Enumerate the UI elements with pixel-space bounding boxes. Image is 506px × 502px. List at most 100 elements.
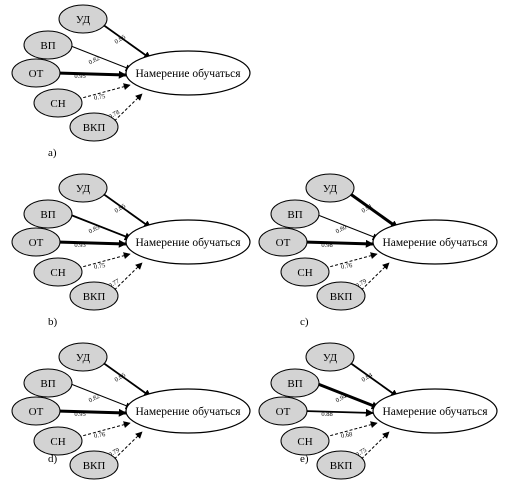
node-label-ot-c: ОТ <box>276 237 291 249</box>
coef-label-sn-d: 0.76 <box>94 431 107 440</box>
node-vkp-c <box>316 281 366 311</box>
coef-label-sn-b: 0.75 <box>94 262 106 271</box>
node-label-sn-d: СН <box>50 436 65 448</box>
path-arrow-vp-d <box>68 382 133 409</box>
coef-label-ot-e: 0.88 <box>321 411 332 418</box>
path-arrow-vkp-c <box>361 262 390 291</box>
node-label-vkp-d: ВКП <box>83 460 106 472</box>
path-arrow-ud-b <box>102 193 152 229</box>
panel-label-e: e) <box>300 453 309 465</box>
target-label-a: Намерение обучаться <box>135 68 241 80</box>
node-label-ud-c: УД <box>323 183 338 195</box>
node-vp-d <box>23 368 73 398</box>
coef-label-ot-d: 0.95 <box>74 411 85 418</box>
panel-e: 0.840.940.880.680.75УДВПОТСНВКПНамерение… <box>258 342 498 480</box>
coef-label-vkp-a: 0.78 <box>108 109 121 121</box>
node-label-ot-e: ОТ <box>276 406 291 418</box>
node-ot-d <box>11 396 61 426</box>
node-vp-e <box>270 368 320 398</box>
node-ot-a <box>11 58 61 88</box>
path-arrow-ot-c <box>303 239 374 248</box>
node-ud-c <box>305 173 355 203</box>
panel-label-c: c) <box>300 316 309 328</box>
node-label-ud-b: УД <box>76 183 91 195</box>
coef-label-sn-a: 0.75 <box>94 93 106 102</box>
panel-label-a: a) <box>48 147 57 159</box>
path-arrow-vkp-e <box>361 431 390 460</box>
path-arrow-ot-a <box>56 70 127 79</box>
target-node-a <box>125 50 251 96</box>
node-label-ud-e: УД <box>323 352 338 364</box>
node-label-vp-c: ВП <box>287 209 302 221</box>
target-label-d: Намерение обучаться <box>135 406 241 418</box>
node-label-vp-e: ВП <box>287 378 302 390</box>
node-label-ot-a: ОТ <box>29 68 44 80</box>
target-node-e <box>372 388 498 434</box>
node-label-vp-b: ВП <box>40 209 55 221</box>
node-label-sn-b: СН <box>50 267 65 279</box>
path-arrow-vp-a <box>68 44 133 71</box>
node-vkp-a <box>69 112 119 142</box>
path-arrow-ot-d <box>56 408 127 417</box>
coef-label-ud-d: 0.86 <box>114 371 128 383</box>
panel-label-d: d) <box>48 453 58 465</box>
node-label-sn-e: СН <box>297 436 312 448</box>
node-vkp-d <box>69 450 119 480</box>
coef-label-ud-a: 0.86 <box>114 33 128 45</box>
node-label-vkp-b: ВКП <box>83 291 106 303</box>
path-arrow-vkp-b <box>114 262 143 291</box>
path-arrow-ud-d <box>102 362 152 398</box>
path-arrow-ot-e <box>303 408 374 417</box>
target-label-e: Намерение обучаться <box>382 406 488 418</box>
node-label-ot-b: ОТ <box>29 237 44 249</box>
target-node-b <box>125 219 251 265</box>
node-label-sn-c: СН <box>297 267 312 279</box>
path-arrow-sn-d <box>78 421 131 438</box>
node-label-sn-a: СН <box>50 98 65 110</box>
coef-label-sn-e: 0.68 <box>341 431 353 440</box>
coef-label-vkp-e: 0.75 <box>355 447 368 459</box>
node-ot-e <box>258 396 308 426</box>
node-vp-c <box>270 199 320 229</box>
path-arrow-vkp-a <box>114 93 143 122</box>
target-label-b: Намерение обучаться <box>135 237 241 249</box>
path-arrow-vkp-d <box>114 431 143 460</box>
path-arrow-sn-a <box>78 83 131 100</box>
node-vp-b <box>23 199 73 229</box>
coef-label-ud-b: 0.86 <box>114 202 128 214</box>
node-sn-a <box>33 88 83 118</box>
coef-label-vp-e: 0.94 <box>335 393 349 405</box>
panel-a: 0.860.820.950.750.78УДВПОТСНВКПНамерение… <box>11 4 251 159</box>
node-ot-b <box>11 227 61 257</box>
node-label-vkp-a: ВКП <box>83 122 106 134</box>
node-ud-d <box>58 342 108 372</box>
node-sn-b <box>33 257 83 287</box>
path-arrow-ud-c <box>349 192 399 230</box>
path-arrow-ot-b <box>56 239 127 248</box>
node-vkp-b <box>69 281 119 311</box>
coef-label-vkp-d: 0.79 <box>108 447 121 459</box>
path-arrow-vp-b <box>68 213 133 241</box>
node-ud-a <box>58 4 108 34</box>
coef-label-ud-e: 0.84 <box>361 371 375 383</box>
node-sn-d <box>33 426 83 456</box>
node-ud-e <box>305 342 355 372</box>
node-vp-a <box>23 30 73 60</box>
coef-label-vp-d: 0.82 <box>88 393 101 405</box>
panel-label-b: b) <box>48 316 58 328</box>
panel-c: 0.910.800.980.760.79УДВПОТСНВКПНамерение… <box>258 173 498 328</box>
coef-label-ot-c: 0.98 <box>321 242 332 249</box>
coef-label-vp-b: 0.85 <box>88 224 101 236</box>
node-ud-b <box>58 173 108 203</box>
node-label-vkp-c: ВКП <box>330 291 353 303</box>
node-sn-e <box>280 426 330 456</box>
path-arrow-sn-c <box>325 252 378 269</box>
target-node-d <box>125 388 251 434</box>
coef-label-ot-a: 0.95 <box>74 73 85 80</box>
path-arrow-ud-e <box>349 362 399 398</box>
coef-label-ot-b: 0.93 <box>74 242 85 249</box>
path-arrow-vp-c <box>315 213 380 240</box>
path-arrow-ud-a <box>102 24 152 60</box>
node-label-ud-d: УД <box>76 352 91 364</box>
